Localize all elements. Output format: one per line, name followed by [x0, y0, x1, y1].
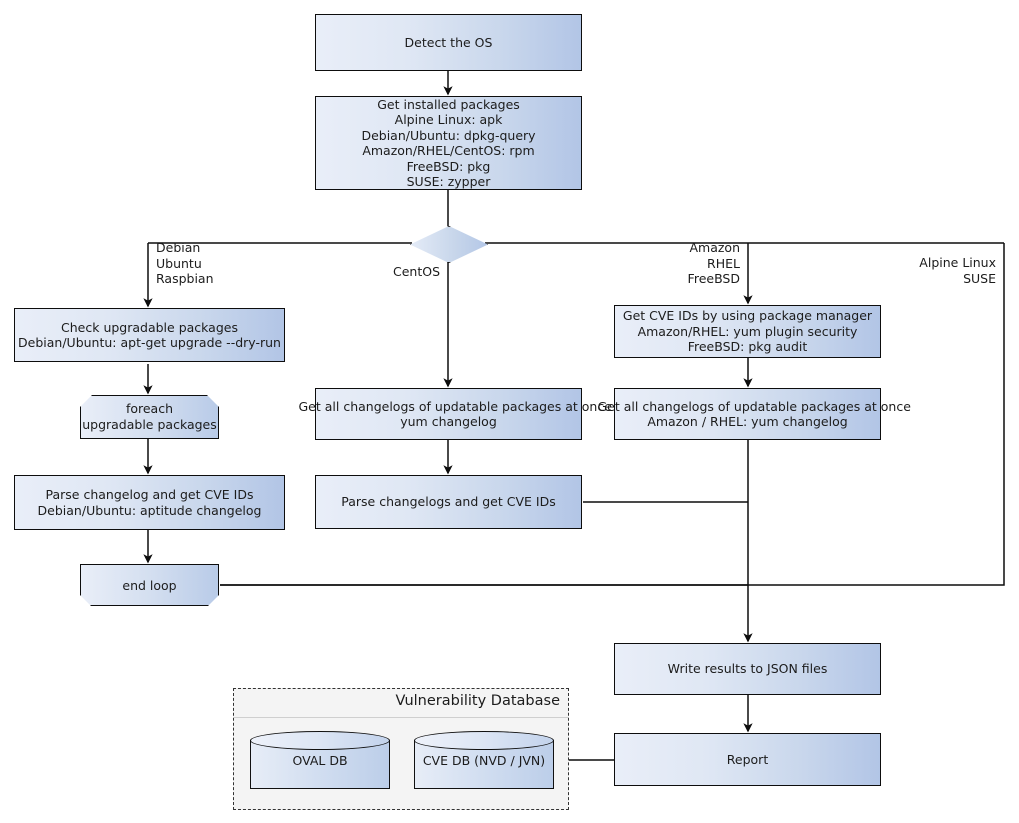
installed-packages-line-6: SUSE: zypper — [406, 174, 491, 189]
edge-label-alpine-branch: Alpine Linux SUSE — [919, 255, 996, 286]
node-get-installed-packages[interactable]: Get installed packages Alpine Linux: apk… — [315, 96, 582, 190]
cylinder-top — [250, 731, 390, 750]
foreach-line-1: foreach — [125, 401, 174, 416]
centos-changelogs-line-1: Get all changelogs of updatable packages… — [298, 398, 612, 414]
check-upgradable-line-2: Debian/Ubuntu: apt-get upgrade --dry-run — [18, 335, 281, 350]
centos-changelogs-line-2: yum changelog — [400, 414, 497, 429]
node-centos-get-changelogs[interactable]: Get all changelogs of updatable packages… — [299, 388, 612, 440]
get-cve-pkg-line-1: Get CVE IDs by using package manager — [622, 308, 873, 324]
edge-label-debian-branch: Debian Ubuntu Raspbian — [156, 240, 214, 286]
parse-changelogs-centos-label: Parse changelogs and get CVE IDs — [341, 494, 556, 510]
edge-label-centos-branch: CentOS — [392, 264, 440, 279]
database-oval-db-label: OVAL DB — [292, 753, 348, 768]
database-cve-db[interactable]: CVE DB (NVD / JVN) — [414, 731, 554, 789]
foreach-line-2: upgradable packages — [82, 417, 217, 432]
database-cve-db-label: CVE DB (NVD / JVN) — [422, 753, 546, 768]
installed-packages-line-3: Debian/Ubuntu: dpkg-query — [361, 127, 536, 143]
installed-packages-line-2: Alpine Linux: apk — [394, 112, 503, 127]
vulnerability-database-group: Vulnerability Database OVAL DB CVE DB (N… — [233, 688, 569, 810]
end-loop-label: end loop — [122, 577, 177, 593]
node-write-results-json[interactable]: Write results to JSON files — [614, 643, 881, 695]
installed-packages-line-4: Amazon/RHEL/CentOS: rpm — [362, 143, 535, 158]
parse-changelog-deb-line-1: Parse changelog and get CVE IDs — [45, 487, 254, 502]
node-detect-os[interactable]: Detect the OS — [315, 14, 582, 71]
node-get-cve-package-manager[interactable]: Get CVE IDs by using package manager Ama… — [614, 305, 881, 358]
db-group-title: Vulnerability Database — [395, 693, 560, 709]
node-os-decision[interactable] — [410, 226, 488, 263]
node-report[interactable]: Report — [614, 733, 881, 786]
node-check-upgradable-packages[interactable]: Check upgradable packages Debian/Ubuntu:… — [14, 308, 285, 362]
db-group-title-divider — [234, 717, 568, 718]
node-parse-changelog-debian[interactable]: Parse changelog and get CVE IDs Debian/U… — [14, 475, 285, 530]
node-foreach-loop-start[interactable]: foreach upgradable packages — [80, 395, 219, 439]
database-oval-db[interactable]: OVAL DB — [250, 731, 390, 789]
write-json-label: Write results to JSON files — [667, 661, 828, 677]
edge-label-amazon-branch: Amazon RHEL FreeBSD — [687, 240, 740, 286]
cylinder-top — [414, 731, 554, 750]
node-rhel-get-changelogs[interactable]: Get all changelogs of updatable packages… — [598, 388, 911, 440]
rhel-changelogs-line-2: Amazon / RHEL: yum changelog — [647, 414, 848, 429]
installed-packages-line-1: Get installed packages — [377, 96, 520, 112]
report-label: Report — [726, 751, 769, 767]
get-cve-pkg-line-3: FreeBSD: pkg audit — [687, 339, 808, 355]
node-end-loop[interactable]: end loop — [80, 564, 219, 606]
installed-packages-line-5: FreeBSD: pkg — [406, 158, 491, 174]
get-cve-pkg-line-2: Amazon/RHEL: yum plugin security — [637, 323, 858, 339]
node-detect-os-label: Detect the OS — [404, 34, 493, 50]
cylinder-body — [250, 740, 390, 789]
parse-changelog-deb-line-2: Debian/Ubuntu: aptitude changelog — [37, 502, 262, 518]
node-parse-changelogs-centos[interactable]: Parse changelogs and get CVE IDs — [315, 475, 582, 529]
check-upgradable-line-1: Check upgradable packages — [61, 319, 238, 335]
rhel-changelogs-line-1: Get all changelogs of updatable packages… — [597, 398, 911, 414]
